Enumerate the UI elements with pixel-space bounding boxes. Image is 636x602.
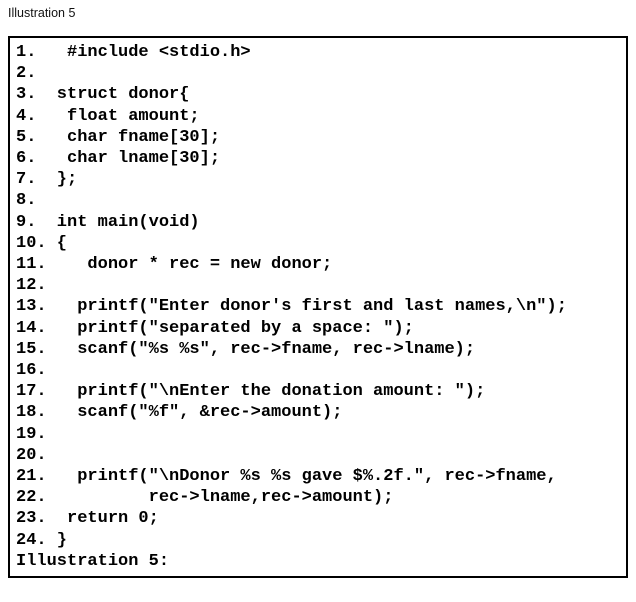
illustration-caption: Illustration 5 [8, 6, 76, 20]
code-listing-box: 1. #include <stdio.h> 2. 3. struct donor… [8, 36, 628, 578]
code-listing: 1. #include <stdio.h> 2. 3. struct donor… [16, 43, 567, 571]
